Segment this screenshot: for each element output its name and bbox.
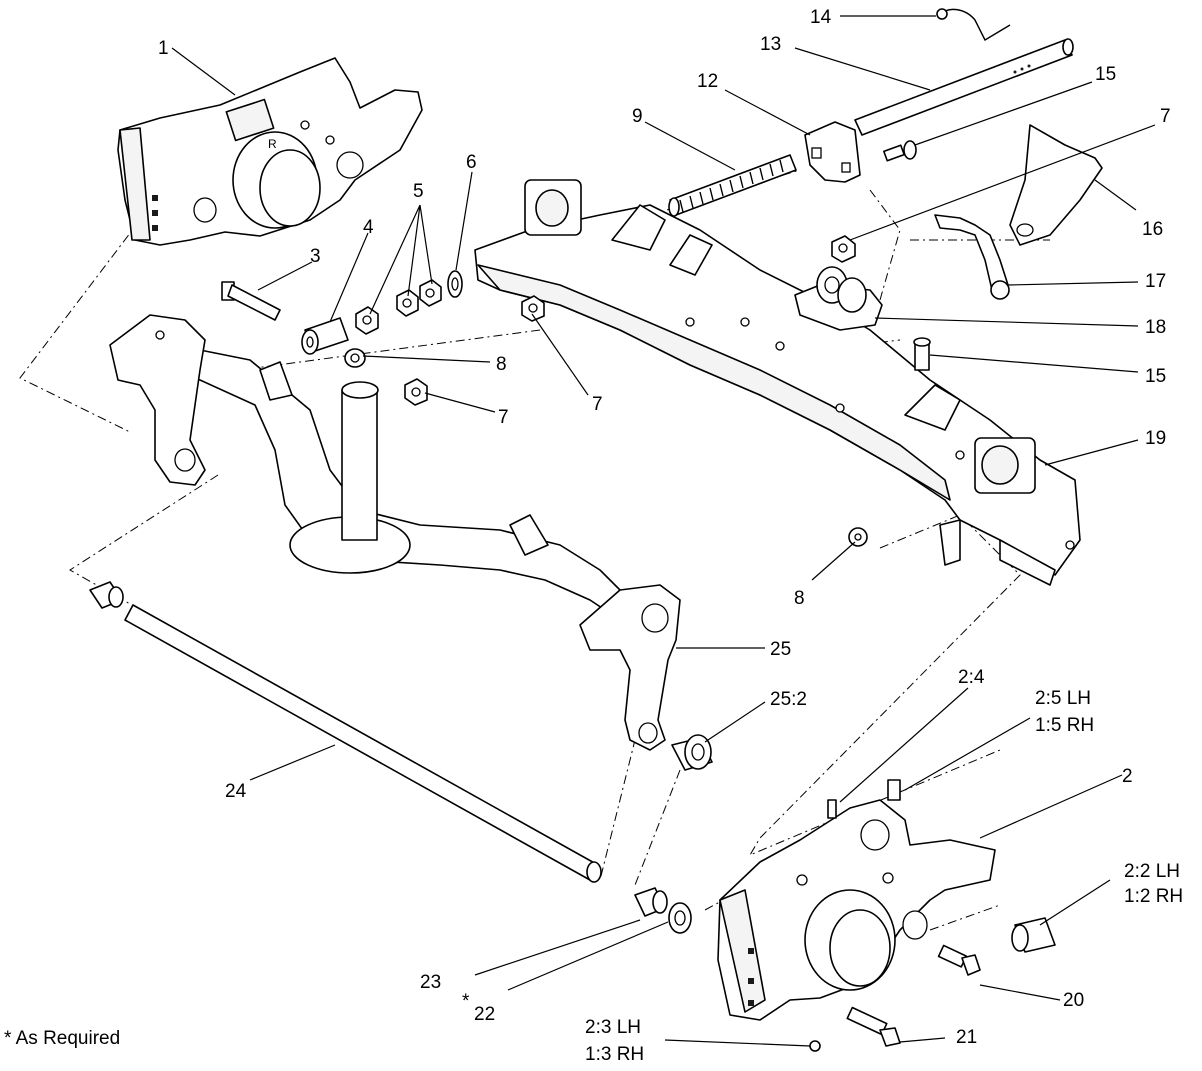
callout-16: 16 (1142, 219, 1163, 240)
callout-3: 3 (310, 246, 321, 267)
nut-part-8-upper (344, 348, 366, 368)
nut-part-7-left (404, 378, 428, 406)
bracket-letter-r: R (268, 137, 277, 151)
bushing-part-25-2 (671, 734, 713, 771)
handle-part-16 (1009, 124, 1103, 246)
callout-22: 22 (474, 1004, 495, 1025)
callout-7-upper: 7 (1160, 106, 1171, 127)
bolt-part-20 (937, 944, 981, 976)
callout-2-2-lh: 2:2 LH (1124, 861, 1180, 882)
bracket-part-2 (717, 799, 996, 1021)
callout-25: 25 (770, 639, 791, 660)
bracket-part-1: R (117, 57, 423, 246)
pin-part-15-lower (913, 337, 931, 371)
callout-15-upper: 15 (1095, 64, 1116, 85)
callout-23: 23 (420, 972, 441, 993)
bushing-part-2-2 (1011, 917, 1056, 953)
callout-2: 2 (1122, 766, 1133, 787)
bolt-part-3 (221, 281, 281, 321)
washer-part-22 (668, 902, 692, 934)
callout-1: 1 (158, 38, 169, 59)
callout-25-2: 25:2 (770, 689, 807, 710)
pivot-assembly-part-25 (109, 314, 681, 751)
callout-1-3-rh: 1:3 RH (585, 1044, 644, 1065)
rod-part-24 (124, 604, 602, 883)
callout-6: 6 (466, 152, 477, 173)
rod-part-13 (854, 38, 1074, 136)
callout-14: 14 (810, 7, 832, 28)
footnote-as-required: * As Required (4, 1028, 120, 1049)
callout-7-middle: 7 (592, 394, 603, 415)
washer-part-6 (447, 270, 463, 298)
frame-part-19 (474, 179, 1081, 586)
spring-part-9 (668, 154, 797, 217)
callout-2-3-lh: 2:3 LH (585, 1017, 641, 1038)
callout-2-4: 2:4 (958, 667, 985, 688)
plate-part-12 (804, 121, 861, 183)
bushing-part-23 (634, 887, 668, 917)
bushing-part-24-end (89, 581, 124, 609)
nut-part-7-middle (521, 295, 545, 322)
callout-21: 21 (956, 1027, 977, 1048)
callout-24: 24 (225, 781, 247, 802)
callout-5: 5 (413, 181, 424, 202)
hitch-pin-part-14 (936, 8, 1011, 41)
callout-22-asterisk: * (462, 991, 470, 1012)
callout-1-5-rh: 1:5 RH (1035, 715, 1094, 736)
nut-part-8-lower (848, 527, 868, 547)
spacer-part-4 (301, 317, 349, 355)
leader-lines (171, 15, 1156, 1047)
screw-part-2-4 (827, 799, 837, 819)
callout-2-5-lh: 2:5 LH (1035, 688, 1091, 709)
bolt-part-21 (846, 1006, 901, 1047)
callout-7-left: 7 (498, 407, 509, 428)
callout-12: 12 (697, 71, 718, 92)
callout-9: 9 (632, 106, 643, 127)
callout-19: 19 (1145, 428, 1166, 449)
nuts-part-5 (355, 279, 442, 335)
callout-labels: 1 2 3 4 5 6 7 7 7 8 8 9 12 13 14 15 15 1… (158, 7, 1183, 1065)
callout-13: 13 (760, 34, 781, 55)
callout-1-2-rh: 1:2 RH (1124, 886, 1183, 907)
nut-part-7-upper (831, 235, 856, 263)
bolt-part-15-upper (883, 140, 917, 162)
nut-part-2-3 (809, 1040, 821, 1052)
callout-15-lower: 15 (1145, 366, 1166, 387)
callout-20: 20 (1063, 990, 1084, 1011)
callout-4: 4 (363, 217, 374, 238)
screw-part-2-5 (887, 779, 901, 801)
lynch-pin-part-17 (934, 214, 1010, 300)
callout-8-upper: 8 (496, 354, 507, 375)
callout-8-lower: 8 (794, 588, 805, 609)
callout-18: 18 (1145, 317, 1166, 338)
callout-17: 17 (1145, 271, 1166, 292)
pivot-bracket-part-18 (794, 266, 883, 331)
